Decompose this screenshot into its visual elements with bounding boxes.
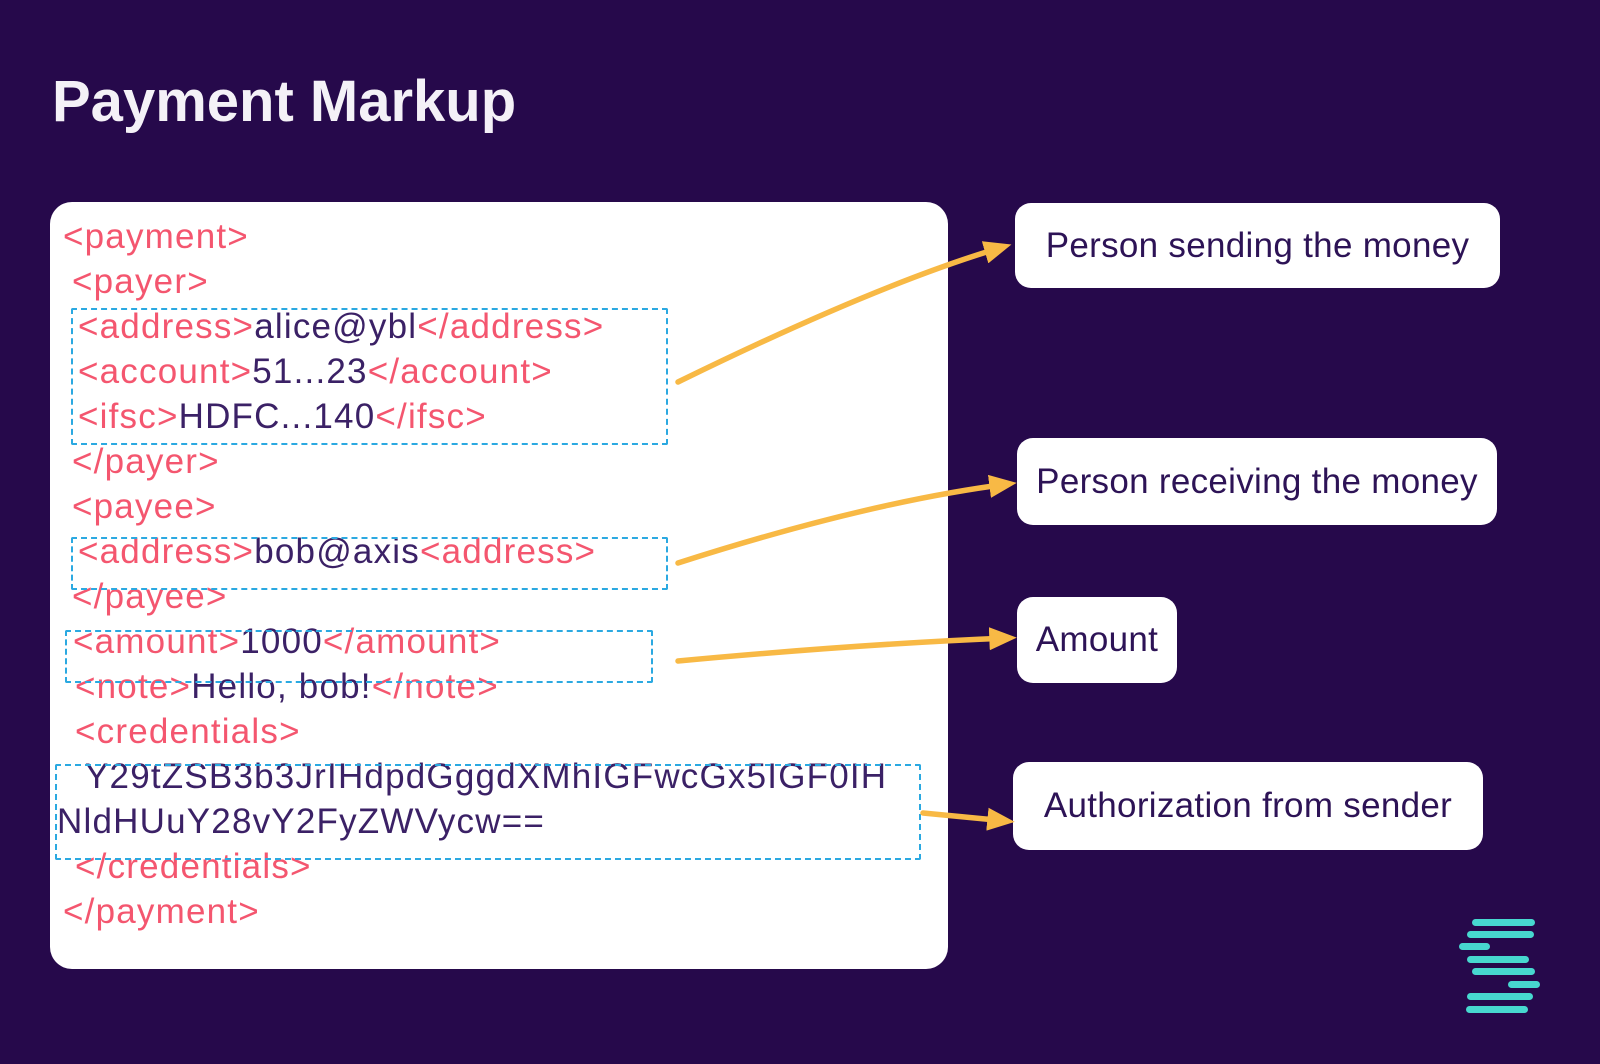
payment-markup-code: <payment><payer><address>alice@ybl</addr…: [50, 214, 948, 934]
code-tag: <credentials>: [75, 711, 301, 751]
code-line: </payment>: [50, 889, 948, 934]
code-line: NldHUuY28vY2FyZWVycw==: [50, 799, 948, 844]
code-tag: <account>: [78, 351, 253, 391]
code-tag: <amount>: [73, 621, 241, 661]
code-tag: <payee>: [72, 486, 217, 526]
code-line: </payer>: [50, 439, 948, 484]
code-line: <ifsc>HDFC...140</ifsc>: [50, 394, 948, 439]
code-value: 1000: [240, 621, 323, 661]
code-line: Y29tZSB3b3JrIHdpdGggdXMhIGFwcGx5IGF0IH: [50, 754, 948, 799]
code-line: <account>51...23</account>: [50, 349, 948, 394]
code-value: Y29tZSB3b3JrIHdpdGggdXMhIGFwcGx5IGF0IH: [85, 756, 888, 796]
callout-amount: Amount: [1017, 597, 1177, 683]
code-line: <note>Hello, bob!</note>: [50, 664, 948, 709]
code-tag: </payment>: [63, 891, 260, 931]
payer-highlight-box: [71, 308, 668, 445]
payee-highlight-box: [71, 537, 668, 590]
code-value: NldHUuY28vY2FyZWVycw==: [57, 801, 546, 841]
code-tag: </payer>: [72, 441, 220, 481]
callout-person-receiving: Person receiving the money: [1017, 438, 1497, 525]
page-title: Payment Markup: [52, 69, 517, 134]
code-tag: <note>: [75, 666, 192, 706]
code-tag: <payment>: [63, 216, 249, 256]
code-tag: <payer>: [72, 261, 209, 301]
code-tag: </account>: [367, 351, 553, 391]
code-tag: <ifsc>: [78, 396, 179, 436]
code-line: </payee>: [50, 574, 948, 619]
credentials-highlight-box: [55, 764, 921, 860]
code-tag: </note>: [371, 666, 499, 706]
callout-authorization: Authorization from sender: [1013, 762, 1483, 850]
code-tag: <address>: [78, 306, 255, 346]
code-card: <payment><payer><address>alice@ybl</addr…: [50, 202, 948, 969]
code-line: <amount>1000</amount>: [50, 619, 948, 664]
amount-highlight-box: [65, 630, 653, 683]
code-tag: </ifsc>: [375, 396, 487, 436]
code-value: HDFC...140: [178, 396, 376, 436]
code-line: <payer>: [50, 259, 948, 304]
code-tag: </payee>: [72, 576, 228, 616]
code-tag: </address>: [417, 306, 605, 346]
callout-person-sending: Person sending the money: [1015, 203, 1500, 288]
code-line: <payee>: [50, 484, 948, 529]
code-line: <credentials>: [50, 709, 948, 754]
code-line: <address>alice@ybl</address>: [50, 304, 948, 349]
code-value: 51...23: [252, 351, 368, 391]
code-line: </credentials>: [50, 844, 948, 889]
code-line: <payment>: [50, 214, 948, 259]
code-value: Hello, bob!: [191, 666, 372, 706]
code-tag: </credentials>: [75, 846, 312, 886]
code-tag: </amount>: [322, 621, 502, 661]
code-value: alice@ybl: [254, 306, 418, 346]
setu-logo-icon: [1457, 915, 1543, 1015]
